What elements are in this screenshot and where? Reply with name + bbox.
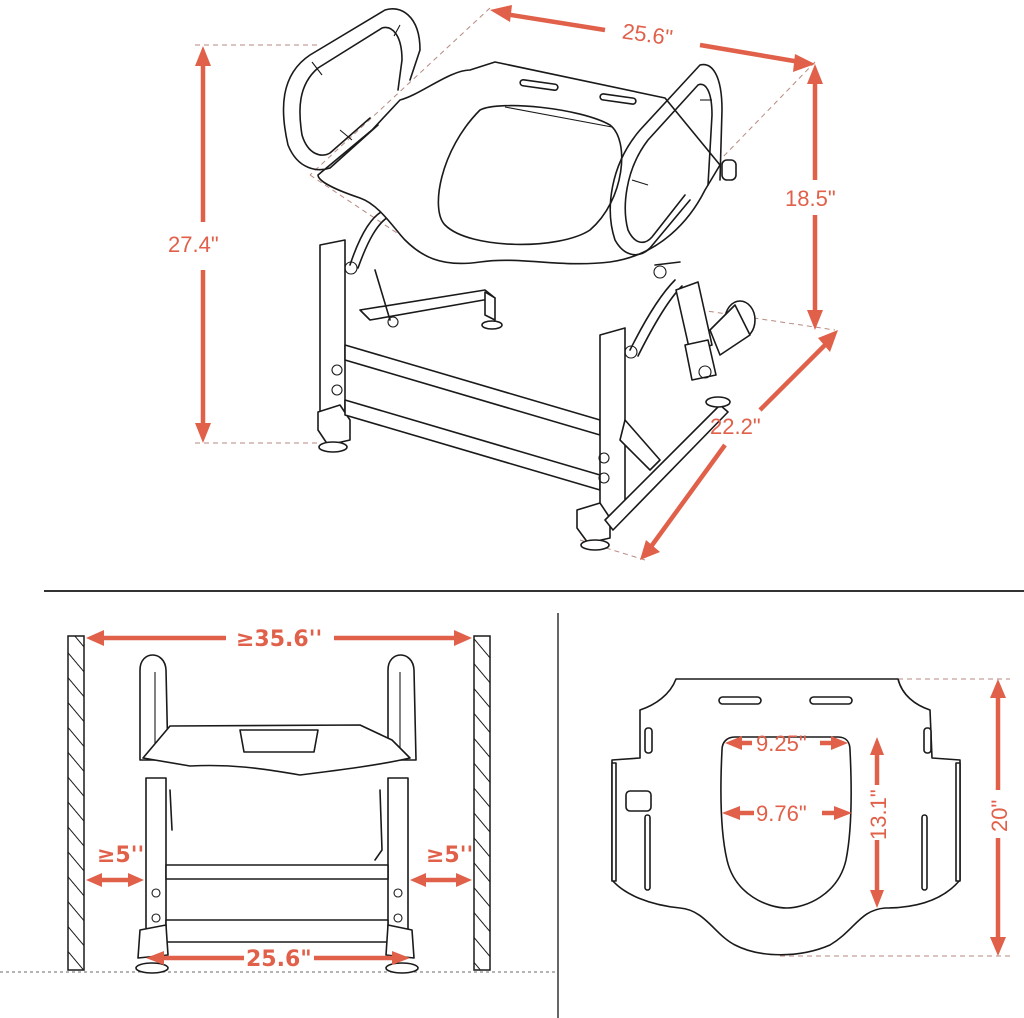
label-base-width: 25.6" [246,947,312,972]
label-opening-top-width: 9.25" [756,731,807,756]
seat-opening [720,736,852,909]
seat-plate-top-view: 9.25" 9.76" 13.1" 20" [611,678,1012,957]
label-seat-height: 18.5" [785,186,836,211]
label-opening-length: 13.1" [866,789,891,840]
front-installation-view: ≥35.6'' ≥5'' ≥5'' 25.6" [0,627,558,974]
label-overall-height: 27.4" [168,232,219,257]
right-armrest [609,63,737,256]
dim-base-width: 25.6" [146,947,410,972]
dim-depth: 22.2" [640,330,838,560]
label-wall-clearance: ≥35.6'' [236,627,322,652]
label-left-gap: ≥5'' [97,843,144,868]
label-opening-mid-width: 9.76" [756,801,807,826]
right-wall [473,635,491,971]
lift-mechanism [349,209,756,381]
label-right-gap: ≥5'' [426,843,473,868]
dim-opening-mid-width: 9.76" [722,801,852,826]
label-plate-depth: 20" [987,800,1012,832]
dim-right-gap: ≥5'' [410,843,473,887]
dim-seat-height: 18.5" [785,64,836,330]
left-armrest [282,8,421,171]
dim-width-top: 25.6" [490,5,815,72]
dim-left-gap: ≥5'' [86,843,144,887]
base-frame [317,239,731,551]
label-width-top: 25.6" [621,19,675,51]
dim-opening-top-width: 9.25" [725,731,848,756]
dim-wall-clearance: ≥35.6'' [86,627,472,652]
isometric-chair-view: 25.6" 27.4" 18.5" 22.2" [168,5,838,561]
left-wall [67,635,85,971]
dim-opening-length: 13.1" [866,737,891,908]
dim-overall-height: 27.4" [168,46,219,443]
dim-plate-depth: 20" [987,679,1012,956]
seat-plate [317,61,721,265]
label-depth: 22.2" [710,414,761,439]
